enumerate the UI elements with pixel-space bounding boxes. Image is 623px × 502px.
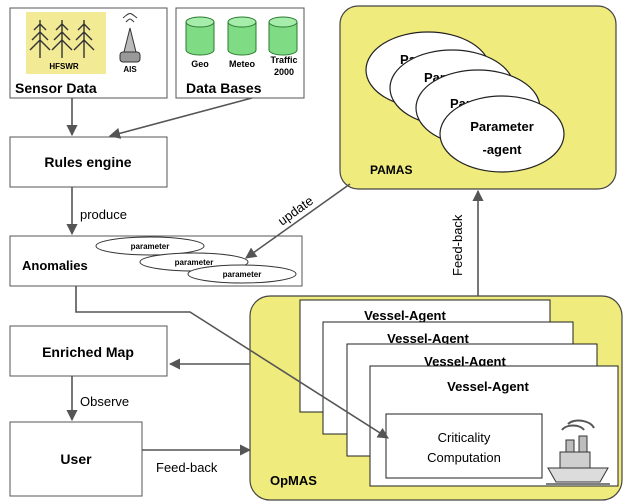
meteo-db-label: Meteo (229, 59, 256, 69)
anomaly-parameter-ellipse-3 (187, 264, 297, 284)
geo-db-label: Geo (191, 59, 209, 69)
ship-icon (546, 419, 610, 485)
anomalies-group: Anomalies parameter parameter parameter (9, 235, 303, 287)
ais-label: AIS (123, 65, 137, 74)
feedback-user-label: Feed-back (156, 460, 218, 475)
pamas-label: PAMAS (370, 163, 412, 177)
anomaly-parameter-label-2: parameter (175, 258, 214, 267)
produce-label: produce (80, 207, 127, 222)
enriched-map-label: Enriched Map (42, 344, 134, 360)
opmas-label: OpMAS (270, 473, 317, 488)
enriched-map-box (9, 325, 168, 377)
observe-label: Observe (80, 394, 129, 409)
traffic-db-label-line1: Traffic (270, 55, 297, 65)
anomaly-parameter-ellipse-1 (95, 236, 205, 256)
hfswr-label: HFSWR (49, 62, 79, 71)
criticality-line2: Computation (427, 450, 501, 465)
data-bases-group: Geo Meteo Traffic 2000 Data Bases (175, 7, 305, 99)
data-bases-label: Data Bases (186, 80, 262, 96)
rules-engine-label: Rules engine (44, 154, 131, 170)
antenna-icon (29, 20, 95, 58)
geo-database-icon (185, 16, 215, 56)
user-label: User (60, 451, 92, 467)
criticality-line1: Criticality (438, 430, 491, 445)
vessel-agent-label-2: Vessel-Agent (387, 331, 469, 346)
arrow-anomalies-to-criticality (75, 286, 389, 439)
arrow-pamas-update (245, 183, 351, 259)
criticality-computation-box (385, 413, 543, 479)
traffic-database-icon (268, 16, 298, 56)
anomaly-parameter-label-1: parameter (131, 242, 170, 251)
meteo-database-icon (227, 16, 257, 56)
anomalies-label: Anomalies (22, 258, 88, 273)
opmas-group: Vessel-Agent Vessel-Agent Vessel-Agent V… (249, 295, 623, 501)
sensor-data-label: Sensor Data (15, 80, 97, 96)
traffic-db-label-line2: 2000 (274, 67, 294, 77)
feedback-vertical-label: Feed-back (450, 214, 465, 276)
sensor-data-group: HFSWR AIS Sensor Data (9, 7, 168, 99)
parameter-agent-line2: -agent (483, 142, 523, 157)
user-box (9, 421, 143, 497)
parameter-agent-line1: Parameter (470, 119, 534, 134)
arrow-databases-to-rules (108, 97, 253, 139)
anomaly-parameter-label-3: parameter (223, 270, 262, 279)
pamas-group: Para Para Para Parameter -agent PAMAS (339, 5, 617, 190)
vessel-agent-label-4: Vessel-Agent (447, 379, 529, 394)
vessel-agent-label-1: Vessel-Agent (364, 308, 446, 323)
rules-engine-box (9, 136, 168, 188)
ais-transponder-icon (119, 13, 141, 63)
vessel-agent-label-3: Vessel-Agent (424, 354, 506, 369)
parameter-agent-ellipse-4 (439, 95, 565, 173)
